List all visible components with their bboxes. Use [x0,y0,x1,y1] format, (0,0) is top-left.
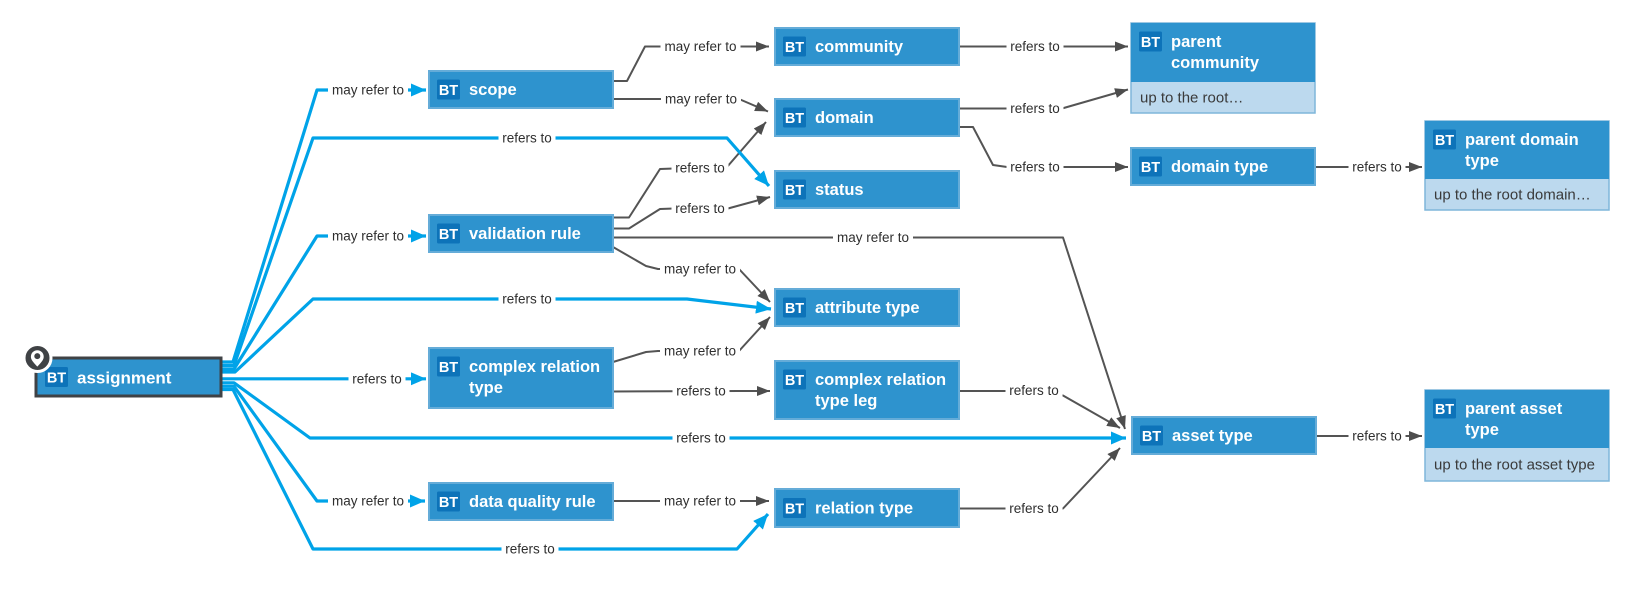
svg-text:domain: domain [815,109,874,127]
svg-text:BT: BT [785,501,804,517]
svg-text:may refer to: may refer to [664,39,736,54]
svg-text:parent: parent [1171,33,1222,51]
svg-text:asset type: asset type [1172,427,1253,445]
svg-text:BT: BT [439,227,458,243]
svg-text:refers to: refers to [676,431,726,446]
svg-text:validation rule: validation rule [469,225,581,243]
svg-text:assignment: assignment [77,369,172,388]
svg-text:type: type [1465,152,1499,170]
svg-text:complex relation: complex relation [815,371,946,389]
svg-text:up to the root asset type: up to the root asset type [1434,457,1595,474]
svg-text:refers to: refers to [1352,429,1402,444]
svg-text:refers to: refers to [502,131,552,146]
svg-text:refers to: refers to [676,384,726,399]
svg-text:may refer to: may refer to [664,344,736,359]
svg-text:refers to: refers to [675,161,725,176]
svg-text:BT: BT [439,360,458,376]
svg-text:refers to: refers to [1009,383,1059,398]
svg-text:BT: BT [1142,429,1161,445]
svg-text:type: type [469,379,503,397]
svg-text:status: status [815,181,864,199]
svg-text:parent domain: parent domain [1465,131,1579,149]
svg-text:refers to: refers to [675,201,725,216]
svg-text:BT: BT [439,495,458,511]
svg-text:BT: BT [785,111,804,127]
svg-text:refers to: refers to [502,292,552,307]
svg-text:refers to: refers to [352,371,402,386]
svg-text:refers to: refers to [1010,101,1060,116]
svg-text:BT: BT [785,40,804,56]
svg-text:may refer to: may refer to [664,494,736,509]
svg-text:refers to: refers to [1009,501,1059,516]
svg-text:scope: scope [469,81,517,99]
svg-text:community: community [815,38,904,56]
svg-text:BT: BT [785,301,804,317]
svg-text:may refer to: may refer to [665,92,737,107]
svg-text:refers to: refers to [1352,160,1402,175]
svg-text:BT: BT [1435,402,1454,418]
svg-text:BT: BT [1141,160,1160,176]
svg-text:BT: BT [785,183,804,199]
svg-text:up to the root…: up to the root… [1140,90,1243,107]
svg-text:refers to: refers to [505,542,555,557]
svg-text:type: type [1465,421,1499,439]
svg-text:domain type: domain type [1171,158,1268,176]
svg-text:refers to: refers to [1010,160,1060,175]
svg-text:community: community [1171,54,1260,72]
svg-text:may refer to: may refer to [332,83,404,98]
svg-text:parent asset: parent asset [1465,400,1563,418]
svg-text:BT: BT [1141,35,1160,51]
svg-text:relation type: relation type [815,500,913,518]
svg-text:may refer to: may refer to [837,230,909,245]
svg-text:may refer to: may refer to [664,262,736,277]
svg-text:complex relation: complex relation [469,358,600,376]
svg-text:may refer to: may refer to [332,494,404,509]
svg-text:type leg: type leg [815,392,877,410]
svg-text:data quality rule: data quality rule [469,493,596,511]
svg-text:BT: BT [47,370,66,386]
svg-text:attribute type: attribute type [815,299,920,317]
svg-text:BT: BT [785,373,804,389]
svg-text:up to the root domain…: up to the root domain… [1434,187,1591,204]
svg-text:may refer to: may refer to [332,229,404,244]
svg-text:refers to: refers to [1010,39,1060,54]
svg-text:BT: BT [439,83,458,99]
svg-text:BT: BT [1435,133,1454,149]
